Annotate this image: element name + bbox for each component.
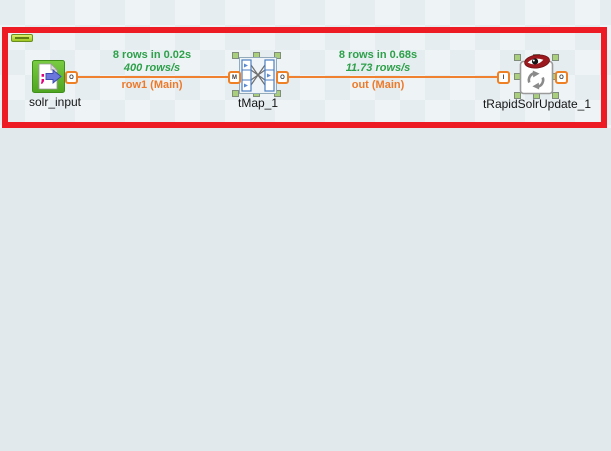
connection-out-rate: 11.73 rows/s: [345, 62, 411, 74]
connection-row1-label[interactable]: row1 (Main): [121, 79, 183, 91]
selection-handle[interactable]: [232, 52, 239, 59]
solr-update-eye-sync-icon: [519, 54, 554, 95]
connection-out-rows: 8 rows in 0.68s: [338, 49, 418, 61]
port-trapidsolrupdate-out[interactable]: O: [555, 71, 568, 84]
component-label-solr-input[interactable]: solr_input: [28, 95, 82, 109]
flow-line-row1[interactable]: [78, 76, 228, 78]
connection-row1-rate: 400 rows/s: [123, 62, 181, 74]
file-input-icon: ;: [32, 60, 65, 93]
subjob-collapse-button[interactable]: [11, 34, 33, 42]
component-solr-input[interactable]: ;: [32, 60, 65, 98]
selection-handle[interactable]: [552, 92, 559, 99]
port-solr-input-out[interactable]: O: [65, 71, 78, 84]
selection-handle[interactable]: [552, 54, 559, 61]
connection-out-label[interactable]: out (Main): [351, 79, 405, 91]
component-label-trapidsolrupdate[interactable]: tRapidSolrUpdate_1: [482, 97, 592, 111]
canvas-checker-background: [0, 0, 611, 128]
port-tmap-out[interactable]: O: [276, 71, 289, 84]
component-tmap[interactable]: [239, 57, 277, 99]
port-trapidsolrupdate-in[interactable]: I: [497, 71, 510, 84]
eye-icon: [524, 54, 550, 69]
component-label-tmap[interactable]: tMap_1: [237, 96, 279, 110]
selection-handle[interactable]: [232, 90, 239, 97]
selection-handle[interactable]: [514, 54, 521, 61]
flow-line-out[interactable]: [289, 76, 497, 78]
selection-handle[interactable]: [274, 52, 281, 59]
selection-handle[interactable]: [514, 92, 521, 99]
svg-text:;: ;: [40, 70, 46, 86]
connection-row1-rows: 8 rows in 0.02s: [112, 49, 192, 61]
port-tmap-in[interactable]: M: [228, 71, 241, 84]
subjob-highlight-rect: [2, 27, 607, 128]
component-trapidsolrupdate[interactable]: [518, 54, 556, 101]
tmap-mapping-icon: [239, 57, 277, 94]
